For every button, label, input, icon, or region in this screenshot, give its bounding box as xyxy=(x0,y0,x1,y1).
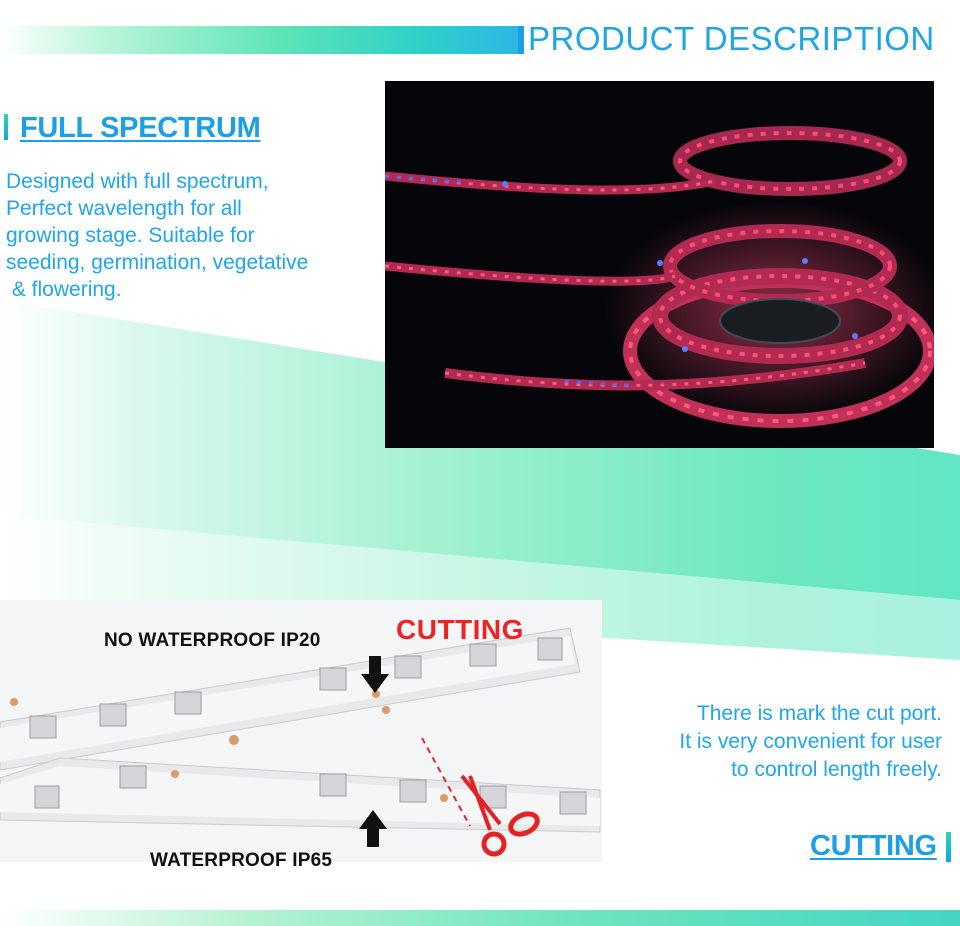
description-line: It is very convenient for user xyxy=(679,730,942,753)
scissors-icon xyxy=(460,774,540,857)
description-line: & flowering. xyxy=(6,278,122,301)
cutting-description: There is mark the cut port. It is very c… xyxy=(600,700,942,784)
led-strip-reel-illustration xyxy=(385,126,934,428)
no-waterproof-label: NO WATERPROOF IP20 xyxy=(104,630,321,651)
cutting-heading: CUTTING xyxy=(810,830,937,862)
full-spectrum-heading: FULL SPECTRUM xyxy=(20,112,261,144)
description-line: to control length freely. xyxy=(731,758,942,781)
cutting-red-label: CUTTING xyxy=(396,614,524,645)
description-line: There is mark the cut port. xyxy=(696,702,942,725)
footer-gradient-bar xyxy=(0,910,960,926)
description-line: seeding, germination, vegetative xyxy=(6,251,309,274)
description-line: Designed with full spectrum, xyxy=(6,170,269,193)
description-line: Perfect wavelength for all xyxy=(6,197,242,220)
page-title: PRODUCT DESCRIPTION xyxy=(528,20,935,57)
header-gradient-bar xyxy=(0,26,524,54)
led-strip-cutting-illustration xyxy=(0,600,602,862)
description-line: growing stage. Suitable for xyxy=(6,224,255,247)
waterproof-label: WATERPROOF IP65 xyxy=(150,850,333,871)
led-strip-cutting-photo xyxy=(0,600,602,862)
section-marker xyxy=(946,832,951,862)
led-strip-reel-photo xyxy=(385,81,934,448)
arrow-down-icon xyxy=(361,656,389,693)
arrow-up-icon xyxy=(359,810,387,847)
section-marker xyxy=(4,114,8,140)
full-spectrum-description: Designed with full spectrum, Perfect wav… xyxy=(6,168,376,303)
header-bar-accent xyxy=(518,26,524,54)
